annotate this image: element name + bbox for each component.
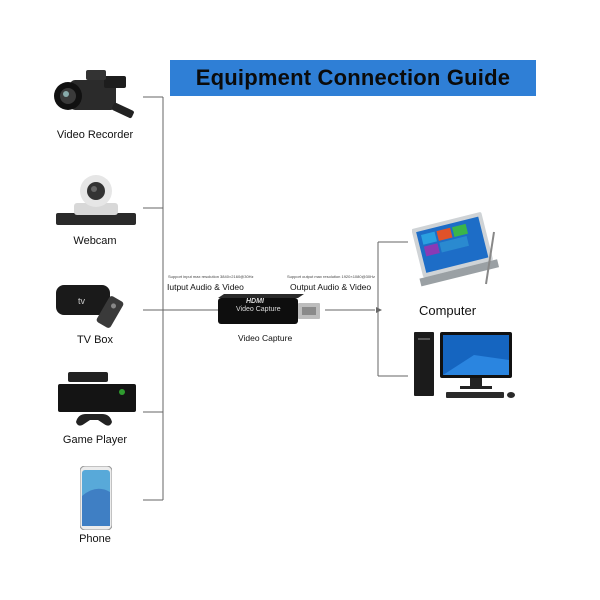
phone-icon (80, 466, 112, 530)
output-label-computer: Computer (418, 303, 477, 318)
input-resolution-note: Support input max resolution 3840×2160@3… (168, 274, 254, 279)
laptop-icon (412, 212, 504, 290)
output-resolution-note: Support output max resolution 1920×1080@… (287, 274, 376, 279)
video-recorder-icon (52, 66, 138, 126)
input-av-label: Iutput Audio & Video (167, 282, 244, 292)
input-label-game-player: Game Player (62, 434, 128, 446)
game-console-icon (58, 370, 136, 428)
hdmi-capture-device-icon (218, 294, 326, 328)
device-model-text: Video Capture (236, 306, 281, 313)
svg-text:tv: tv (78, 296, 86, 306)
device-brand-text: HDMI (246, 298, 264, 305)
webcam-icon (56, 173, 136, 227)
output-arrow (376, 307, 382, 313)
tv-box-icon: tv (54, 281, 140, 331)
input-label-phone: Phone (79, 533, 111, 545)
desktop-computer-icon (414, 330, 518, 400)
output-av-label: Output Audio & Video (290, 282, 372, 292)
title-banner: Equipment Connection Guide (170, 60, 536, 96)
input-label-tv-box: TV Box (76, 334, 114, 346)
page-title: Equipment Connection Guide (195, 65, 511, 90)
input-label-webcam: Webcam (73, 235, 117, 247)
input-label-video-recorder: Video Recorder (56, 129, 134, 141)
capture-device-label: Video Capture (238, 333, 293, 343)
